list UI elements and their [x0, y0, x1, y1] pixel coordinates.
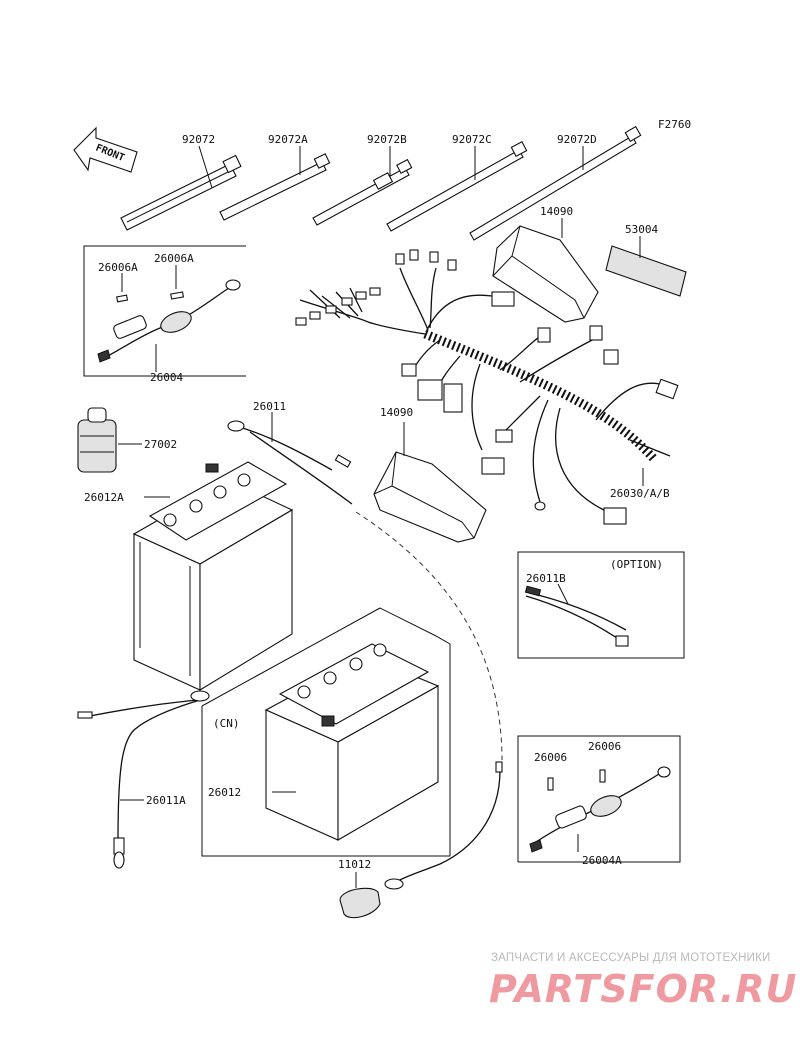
cn-note: (CN) [213, 717, 240, 730]
option-box-26011B [517, 551, 685, 659]
battery-26012A [132, 461, 294, 691]
watermark-logo: PARTSFOR.RU [489, 967, 797, 1011]
label-26006-right: 26006 [588, 740, 621, 753]
terminal-cap-11012 [339, 761, 503, 919]
label-26030: 26030/A/B [610, 487, 670, 500]
label-26012A: 26012A [84, 491, 124, 504]
fuse-holder-box-26004 [83, 245, 246, 377]
label-14090-top: 14090 [540, 205, 573, 218]
cable-tie-92072B [312, 146, 413, 226]
fuse-holder-box-26004A [517, 735, 681, 863]
terminal-cover-27002 [77, 407, 142, 473]
label-14090-mid: 14090 [380, 406, 413, 419]
figure-code: F2760 [658, 118, 691, 131]
cover-14090-mid [373, 422, 487, 543]
watermark-caption: ЗАПЧАСТИ И АКСЕССУАРЫ ДЛЯ МОТОТЕХНИКИ [491, 952, 771, 964]
cable-tie-92072D [469, 125, 642, 241]
label-92072C: 92072C [452, 133, 492, 146]
label-92072B: 92072B [367, 133, 407, 146]
label-11012: 11012 [338, 858, 371, 871]
cover-14090-top [492, 218, 599, 323]
label-92072D: 92072D [557, 133, 597, 146]
label-26012: 26012 [208, 786, 241, 799]
label-26006A-left: 26006A [98, 261, 138, 274]
label-92072: 92072 [182, 133, 215, 146]
battery-lead-26011 [227, 412, 353, 505]
cable-tie-92072A [219, 146, 331, 221]
watermark: ЗАПЧАСТИ И АКСЕССУАРЫ ДЛЯ МОТОТЕХНИКИ PA… [489, 952, 797, 1011]
cable-tie-92072 [120, 145, 242, 231]
battery-lead-26011A [77, 690, 210, 869]
label-26004A: 26004A [582, 854, 622, 867]
label-26011: 26011 [253, 400, 286, 413]
label-92072A: 92072A [268, 133, 308, 146]
battery-26012 [264, 643, 440, 841]
label-26006A-right: 26006A [154, 252, 194, 265]
label-27002: 27002 [144, 438, 177, 451]
main-wiring-harness-26030 [295, 249, 679, 525]
label-sticker-53004 [605, 236, 687, 297]
label-26004: 26004 [150, 371, 183, 384]
label-26011B: 26011B [526, 572, 566, 585]
cn-battery-box [201, 607, 451, 857]
option-note: (OPTION) [610, 558, 663, 571]
label-26006-left: 26006 [534, 751, 567, 764]
front-arrow-icon: FRONT [73, 126, 138, 173]
label-26011A: 26011A [146, 794, 186, 807]
label-53004: 53004 [625, 223, 658, 236]
cable-tie-92072C [386, 141, 528, 232]
